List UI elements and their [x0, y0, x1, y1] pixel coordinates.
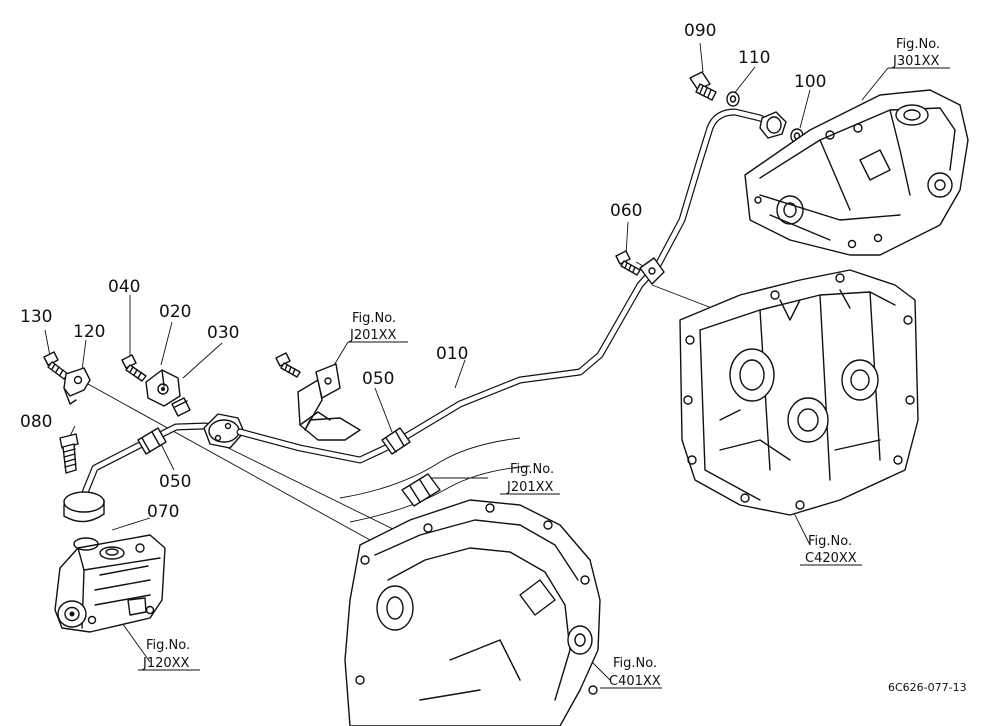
washer-110: [726, 91, 740, 107]
label-030: 030: [207, 323, 239, 343]
fig-c401xx-caption: Fig.No.: [613, 656, 657, 671]
label-080: 080: [20, 412, 52, 432]
fig-underlines: [138, 67, 950, 689]
flange-020: [145, 369, 181, 407]
bolt-130: [43, 351, 69, 380]
fig-ref-labels: Fig.No. J301XX Fig.No. J201XX Fig.No. J2…: [142, 37, 940, 689]
bolt-060: [615, 250, 641, 276]
label-110: 110: [738, 48, 770, 68]
fig-c420xx-caption: Fig.No.: [808, 534, 852, 549]
plug-030: [171, 397, 191, 417]
fig-c420xx-code: C420XX: [805, 551, 857, 566]
fig-j120xx-caption: Fig.No.: [146, 638, 190, 653]
hose: [339, 437, 531, 523]
transmission-case: [679, 269, 919, 516]
fig-j201xx-lower-caption: Fig.No.: [510, 462, 554, 477]
o-ring-070: [73, 537, 99, 551]
fig-j301xx-caption: Fig.No.: [896, 37, 940, 52]
bolt-090: [689, 71, 717, 101]
label-050-upper: 050: [362, 369, 394, 389]
label-090: 090: [684, 21, 716, 41]
clip-120: [63, 367, 91, 405]
main-pipe-010: [236, 108, 787, 464]
label-070: 070: [147, 502, 179, 522]
cylinder-housing: [744, 89, 969, 256]
fig-j201xx-upper-code: J201XX: [349, 328, 397, 343]
label-060: 060: [610, 201, 642, 221]
label-010: 010: [436, 344, 468, 364]
fig-j301xx-code: J301XX: [892, 54, 940, 69]
label-130: 130: [20, 307, 52, 327]
fig-j201xx-lower-code: J201XX: [506, 480, 554, 495]
clutch-housing: [344, 499, 601, 726]
fig-j120xx-code: J120XX: [142, 656, 190, 671]
label-040: 040: [108, 277, 140, 297]
label-120: 120: [73, 322, 105, 342]
label-050-lower: 050: [159, 472, 191, 492]
bolt-080: [59, 433, 79, 474]
fig-c401xx-code: C401XX: [609, 674, 661, 689]
bolt-040: [121, 354, 147, 382]
bolt-bracket: [275, 352, 301, 378]
part-labels: 010 020 030 040 050 050 060 070 080 090 …: [20, 21, 826, 522]
support-bracket: [297, 363, 361, 441]
drawing-code: 6C626-077-13: [888, 681, 967, 694]
label-020: 020: [159, 302, 191, 322]
fig-j201xx-upper-caption: Fig.No.: [352, 311, 396, 326]
hydraulic-pump: [54, 534, 166, 633]
label-100: 100: [794, 72, 826, 92]
